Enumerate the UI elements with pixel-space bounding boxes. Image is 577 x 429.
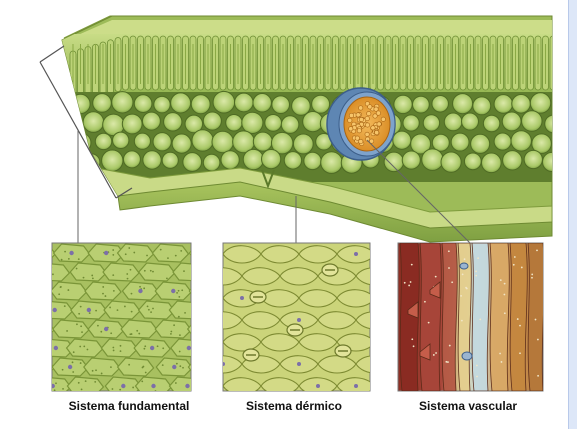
fundamental-tissue-panel <box>51 242 192 392</box>
label-dermico: Sistema dérmico <box>245 399 343 413</box>
side-scroll-strip <box>568 0 577 429</box>
vascular-tissue-panel <box>397 242 544 392</box>
label-vascular: Sistema vascular <box>418 399 518 413</box>
label-fundamental: Sistema fundamental <box>68 399 190 413</box>
leaf-cross-section <box>39 15 553 243</box>
vascular-bundle <box>326 87 396 161</box>
dermal-tissue-panel <box>222 242 371 392</box>
leader-lines <box>77 130 471 244</box>
